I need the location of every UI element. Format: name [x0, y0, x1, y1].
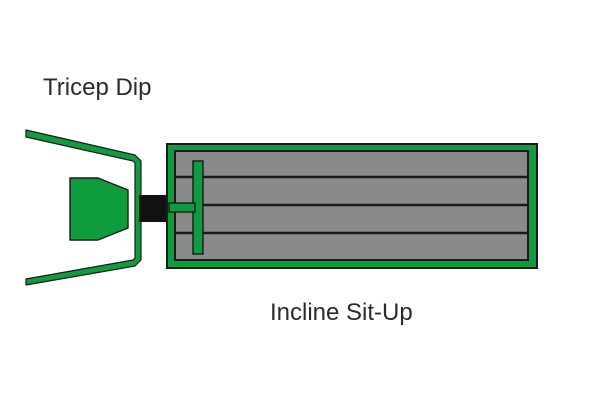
- tricep-dip-station: [25, 129, 142, 286]
- incline-sit-up-label: Incline Sit-Up: [270, 299, 413, 326]
- incline-sit-up-bench: [166, 143, 538, 269]
- foot-bar-stem: [168, 202, 196, 213]
- tricep-dip-label: Tricep Dip: [43, 74, 152, 101]
- connector-bar: [139, 195, 171, 222]
- tricep-dip-frame: [25, 129, 142, 286]
- tricep-dip-seat: [69, 177, 129, 241]
